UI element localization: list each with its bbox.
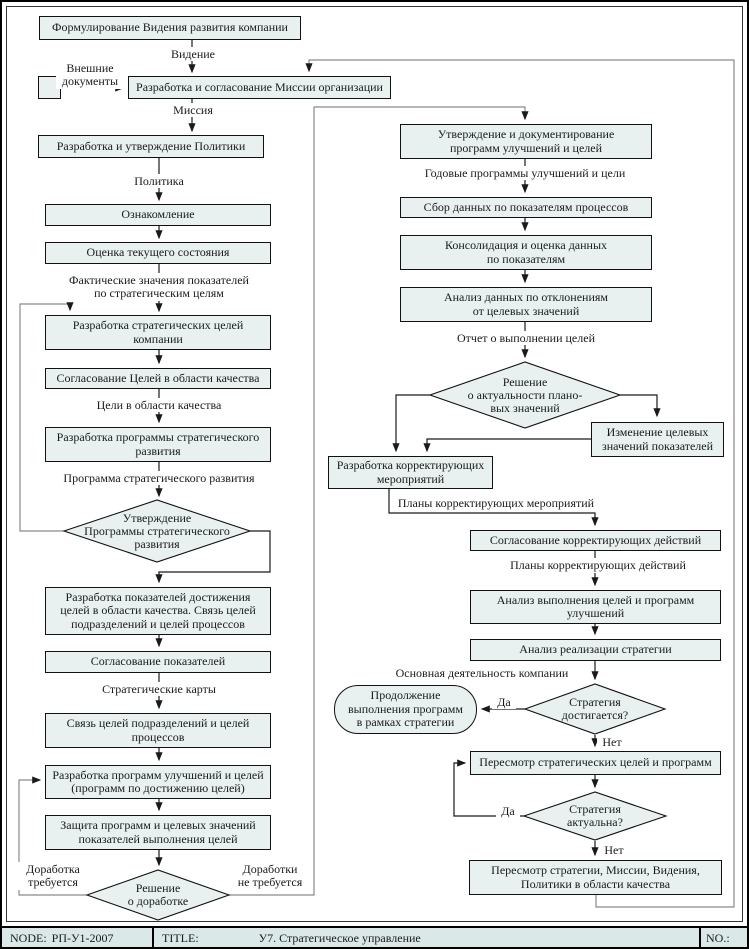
number-field: NO.: (701, 928, 747, 947)
diamond-text-strategy-achieved: Стратегия достигается? (561, 695, 629, 722)
label-actual-values: Фактические значения показателей по стра… (52, 273, 266, 301)
node-agree-quality-goals: Согласование Целей в области качества (45, 368, 271, 389)
label-policy-flow: Политика (129, 174, 189, 188)
number-field-label: NO.: (706, 931, 730, 945)
title-field: TITLE: У7. Стратегическое управление (154, 928, 701, 947)
label-corrective-plans: Планы корректирующих мероприятий (391, 496, 601, 511)
diamond-strategy-actual (522, 791, 668, 841)
node-develop-corrective: Разработка корректирующих мероприятий (328, 456, 493, 489)
node-field: NODE: РП-У1-2007 (2, 928, 154, 947)
flow-arrow (388, 489, 599, 527)
title-bar: NODE: РП-У1-2007 TITLE: У7. Стратегическ… (2, 926, 747, 947)
label-external-docs: Внешние документы (56, 61, 124, 89)
node-agree-indicators: Согласование показателей (45, 651, 271, 673)
flow-arrow (453, 759, 525, 817)
label-rework-needed: Доработка требуется (18, 862, 88, 890)
flow-arrow (155, 530, 271, 584)
diamond-text-plan-values: Решение о актуальности плано- вых значен… (467, 374, 583, 415)
node-change-targets: Изменение целевых значений показателей (591, 422, 724, 457)
diamond-text-strategy-actual: Стратегия актуальна? (567, 802, 623, 829)
diagram-frame (6, 6, 743, 922)
node-assessment: Оценка текущего состояния (45, 242, 271, 264)
node-mission: Разработка и согласование Миссии организ… (128, 76, 391, 99)
node-consolidate: Консолидация и оценка данных по показате… (400, 235, 652, 270)
node-familiarization: Ознакомление (45, 204, 271, 226)
diamond-strategy-achieved (523, 683, 667, 735)
node-collect-data: Сбор данных по показателям процессов (400, 197, 652, 218)
node-strategic-goals: Разработка стратегических целей компании (45, 315, 271, 350)
label-main-activity: Основная деятельность компании (390, 666, 574, 680)
label-rework-not-needed: Доработки не требуется (233, 862, 307, 890)
feedback-arrow (19, 302, 74, 532)
diamond-text-approve-program: Утверждение Программы стратегического ра… (84, 510, 230, 551)
node-develop-improvement: Разработка программ улучшений и целей (п… (45, 765, 271, 799)
label-mission-flow: Миссия (167, 103, 219, 117)
node-analyze-fulfillment: Анализ выполнения целей и программ улучш… (470, 590, 721, 624)
label-yes-actual: Да (496, 804, 520, 818)
node-defend-programs: Защита программ и целевых значений показ… (45, 815, 271, 850)
label-program-flow: Программа стратегического развития (49, 471, 269, 485)
node-field-label: NODE: (10, 931, 47, 945)
label-quality-goals-flow: Цели в области качества (84, 398, 234, 412)
node-revise-strategy: Пересмотр стратегии, Миссии, Видения, По… (469, 860, 722, 895)
feedback-arrow (18, 776, 87, 896)
label-no-actual: Нет (599, 843, 629, 857)
label-strategy-maps: Стратегические карты (89, 682, 229, 696)
label-yes-achieved: Да (492, 695, 516, 709)
label-goals-report: Отчет о выполнении целей (446, 331, 606, 345)
node-develop-indicators: Разработка показателей достижения целей … (45, 587, 271, 635)
title-field-label: TITLE: (162, 931, 199, 945)
feedback-arrow (305, 59, 735, 908)
node-approve-document: Утверждение и документирование программ … (400, 124, 652, 159)
label-vision-flow: Видение (167, 47, 219, 61)
feedback-arrow (229, 106, 529, 896)
label-annual-programs: Годовые программы улучшений и цели (405, 166, 645, 180)
node-continue-programs: Продолжение выполнения программ в рамках… (334, 685, 477, 734)
node-revise-goals: Пересмотр стратегических целей и програм… (470, 751, 721, 775)
node-analyze-deviations: Анализ данных по отклонениям от целевых … (400, 287, 652, 322)
flow-arrow (620, 394, 661, 418)
diamond-plan-values-decision (428, 361, 622, 429)
diamond-approve-program (62, 499, 252, 563)
node-policy: Разработка и утверждение Политики (38, 135, 264, 158)
node-field-value: РП-У1-2007 (51, 931, 114, 945)
title-field-value: У7. Стратегическое управление (258, 931, 421, 945)
flow-arrow (423, 438, 591, 453)
node-agree-corrective: Согласование корректирующих действий (470, 530, 721, 551)
diamond-text-rework-decision: Решение о доработке (127, 881, 189, 908)
diamond-rework-decision (85, 869, 231, 921)
node-develop-program: Разработка программы стратегического раз… (45, 427, 271, 462)
node-vision: Формулирование Видения развития компании (39, 16, 301, 40)
node-analyze-strategy: Анализ реализации стратегии (470, 639, 721, 661)
label-corrective-action-plans: Планы корректирующих действий (498, 558, 698, 573)
node-link-goals: Связь целей подразделений и целей процес… (45, 713, 271, 748)
flow-arrow (392, 394, 430, 453)
label-no-achieved: Нет (597, 735, 627, 749)
